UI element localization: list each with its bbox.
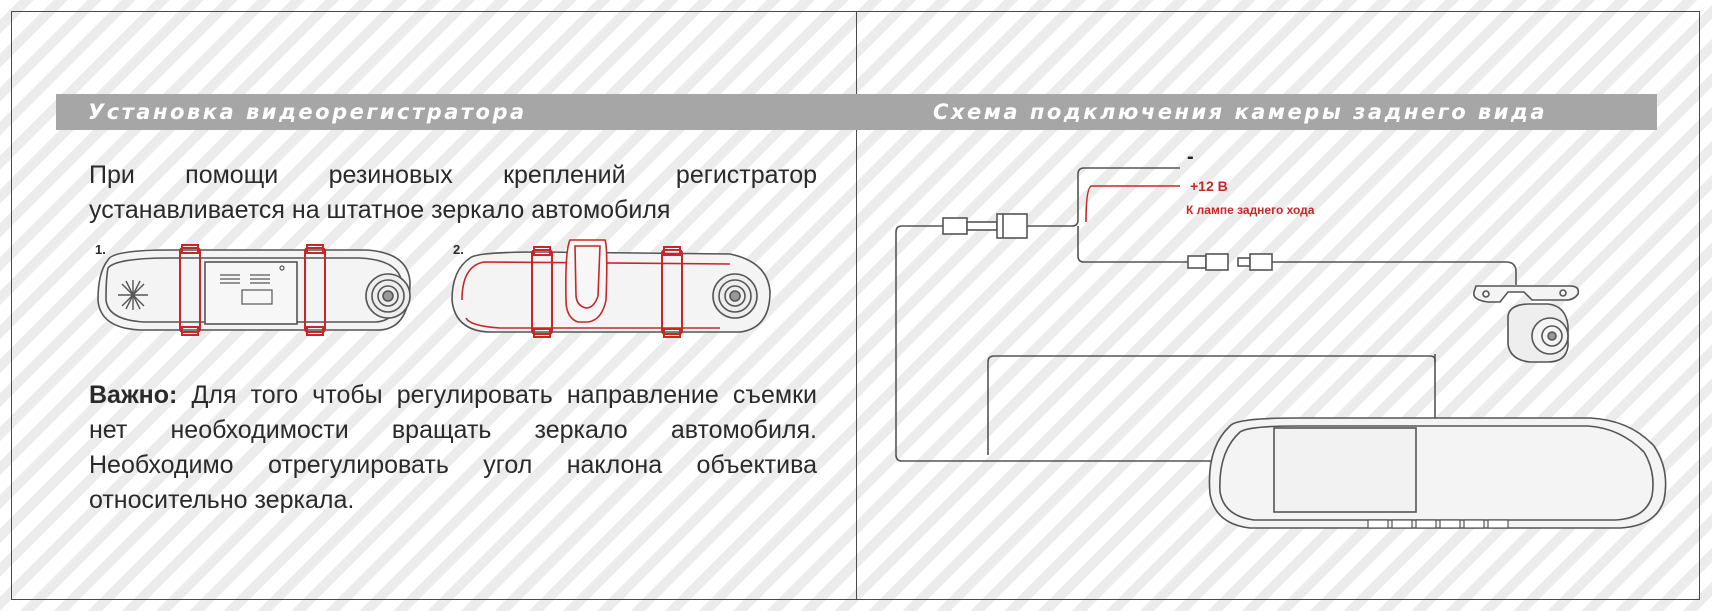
- figure-2-mirror: [451, 239, 771, 338]
- wiring-section-title: Схема подключения камеры заднего вида: [933, 100, 1548, 124]
- minus-label: -: [1187, 146, 1194, 168]
- important-text: Для того чтобы регулировать направление …: [89, 381, 817, 514]
- page-frame: [11, 11, 1700, 600]
- important-note: Важно: Для того чтобы регулировать напра…: [89, 378, 817, 518]
- figure-1-label: 1.: [95, 242, 106, 257]
- section-divider: [856, 11, 857, 600]
- figure-1-mirror: [97, 244, 411, 336]
- install-text: При помощи резиновых креплений регистрат…: [89, 161, 817, 224]
- install-instructions: При помощи резиновых креплений регистрат…: [89, 158, 817, 228]
- install-section-title: Установка видеорегистратора: [88, 100, 527, 124]
- plus-12v-label: +12 В: [1190, 178, 1228, 194]
- figure-2-label: 2.: [453, 242, 464, 257]
- reverse-lamp-label: К лампе заднего хода: [1186, 203, 1315, 217]
- section-header-bar: [56, 94, 1657, 130]
- wiring-diagram: [895, 167, 1667, 529]
- important-label: Важно:: [89, 381, 178, 409]
